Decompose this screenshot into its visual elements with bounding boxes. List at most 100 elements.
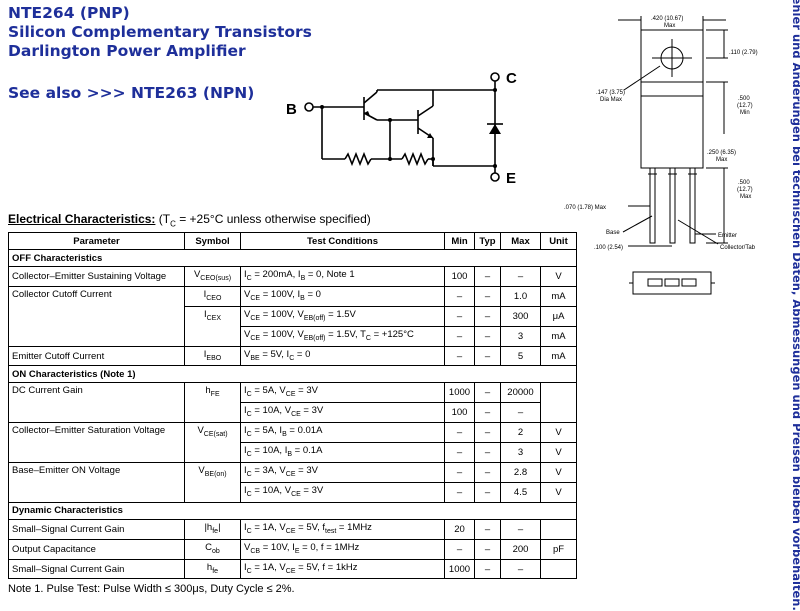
unit-cell: V — [540, 442, 577, 464]
param-cell: Collector–Emitter Sustaining Voltage — [8, 266, 185, 287]
unit-cell: mA — [540, 345, 577, 367]
ec-title: Electrical Characteristics: (TC = +25°C … — [8, 212, 371, 228]
symbol-cell: ICEO — [184, 285, 241, 307]
min-cell: – — [444, 345, 475, 367]
dim-lead-mm: (12.7) — [737, 187, 753, 193]
condition-cell: IC = 1A, VCE = 5V, ftest = 1MHz — [240, 518, 445, 540]
table-row: Small–Signal Current Gain |hfe| IC = 1A,… — [8, 518, 577, 540]
typ-cell: – — [474, 345, 501, 367]
param-cell: DC Current Gain — [8, 382, 185, 424]
unit-cell — [540, 558, 577, 580]
dim-width: .420 (10.67) — [651, 16, 683, 22]
unit-cell: μA — [540, 305, 577, 327]
unit-cell — [540, 382, 577, 424]
see-also-link[interactable]: See also >>> NTE263 (NPN) — [8, 84, 255, 102]
condition-cell: IC = 10A, IB = 0.1A — [240, 442, 445, 464]
condition-cell: IC = 5A, IB = 0.01A — [240, 422, 445, 444]
condition-cell: VCB = 10V, IE = 0, f = 1MHz — [240, 538, 445, 560]
section-row: ON Characteristics (Note 1) — [8, 365, 577, 384]
param-cell: Emitter Cutoff Current — [8, 345, 185, 367]
param-cell: Output Capacitance — [8, 538, 185, 560]
symbol-cell: Cob — [184, 538, 241, 560]
condition-cell: IC = 1A, VCE = 5V, f = 1kHz — [240, 558, 445, 580]
col-min: Min — [444, 232, 475, 250]
col-max: Max — [500, 232, 541, 250]
typ-cell: – — [474, 462, 501, 483]
param-cell: Base–Emitter ON Voltage — [8, 462, 185, 503]
condition-cell: IC = 3A, VCE = 3V — [240, 462, 445, 483]
description-line-2: Darlington Power Amplifier — [8, 42, 246, 60]
max-cell: 3 — [500, 442, 541, 464]
label-emitter: Emitter — [718, 233, 737, 239]
section-dynamic: Dynamic Characteristics — [8, 501, 577, 520]
min-cell: – — [444, 462, 475, 483]
max-cell: – — [500, 266, 541, 287]
symbol-cell: hFE — [184, 382, 241, 424]
table-row: Collector–Emitter Saturation Voltage VCE… — [8, 422, 577, 464]
typ-cell: – — [474, 538, 501, 560]
symbol-cell: VBE(on) — [184, 462, 241, 503]
col-test-conditions: Test Conditions — [240, 232, 445, 250]
dim-body-mm: (12.7) — [737, 103, 753, 109]
symbol-cell: ICEX — [184, 305, 241, 347]
unit-cell: V — [540, 422, 577, 444]
typ-cell: – — [474, 442, 501, 464]
max-cell: 4.5 — [500, 481, 541, 503]
electrical-characteristics-table: Parameter Symbol Test Conditions Min Typ… — [8, 232, 577, 580]
typ-cell: – — [474, 266, 501, 287]
symbol-cell: VCEO(sus) — [184, 266, 241, 287]
typ-cell: – — [474, 481, 501, 503]
symbol-cell: hfe — [184, 558, 241, 580]
condition-cell: IC = 200mA, IB = 0, Note 1 — [240, 266, 445, 287]
dim-lead-shoulder: .250 (6.35) — [707, 150, 736, 156]
min-cell: 1000 — [444, 558, 475, 580]
label-base: Base — [606, 230, 620, 236]
max-cell: – — [500, 402, 541, 424]
section-row: Dynamic Characteristics — [8, 501, 577, 520]
condition-cell: IC = 10A, VCE = 3V — [240, 402, 445, 424]
section-on: ON Characteristics (Note 1) — [8, 365, 577, 384]
symbol-cell: VCE(sat) — [184, 422, 241, 464]
condition-cell: VCE = 100V, VEB(off) = 1.5V — [240, 305, 445, 327]
side-disclaimer-text: Fehler und Änderungen bei technischen Da… — [790, 0, 800, 611]
terminal-c: C — [506, 70, 517, 87]
dim-width-max: Max — [664, 23, 675, 29]
table-row: VCE = 100V, VEB(off) = 1.5V, TC = +125°C… — [9, 325, 577, 347]
min-cell: 100 — [444, 266, 475, 287]
table-row: Collector–Emitter Sustaining Voltage VCE… — [8, 266, 577, 287]
dim-lead-width: .070 (1.78) Max — [564, 205, 606, 211]
param-cell: Small–Signal Current Gain — [8, 558, 185, 580]
dim-hole-max: Dia Max — [600, 97, 622, 103]
min-cell: – — [444, 538, 475, 560]
min-cell: 1000 — [444, 382, 475, 404]
min-cell: – — [444, 481, 475, 503]
ec-conditions-sub: C — [170, 219, 176, 229]
max-cell: 300 — [500, 305, 541, 327]
ec-heading: Electrical Characteristics: — [8, 212, 156, 226]
terminal-b: B — [286, 101, 297, 118]
condition-cell: IC = 5A, VCE = 3V — [240, 382, 445, 404]
condition-cell: VCE = 100V, VEB(off) = 1.5V, TC = +125°C — [240, 325, 445, 347]
terminal-e: E — [506, 170, 516, 187]
dim-body-min: Min — [740, 110, 750, 116]
dim-lead-shoulder-max: Max — [716, 157, 727, 163]
condition-cell: VCE = 100V, IB = 0 — [240, 285, 445, 307]
dim-lead: .500 — [738, 180, 750, 186]
unit-cell: mA — [540, 285, 577, 307]
min-cell: – — [444, 422, 475, 444]
min-cell: – — [444, 325, 475, 347]
max-cell: – — [500, 518, 541, 540]
unit-cell: mA — [540, 325, 577, 347]
typ-cell: – — [474, 285, 501, 307]
pulse-test-note: Note 1. Pulse Test: Pulse Width ≤ 300μs,… — [8, 583, 295, 595]
max-cell: 2.8 — [500, 462, 541, 483]
condition-cell: IC = 10A, VCE = 3V — [240, 481, 445, 503]
min-cell: – — [444, 285, 475, 307]
typ-cell: – — [474, 305, 501, 327]
col-unit: Unit — [540, 232, 577, 250]
max-cell: 3 — [500, 325, 541, 347]
description-line-1: Silicon Complementary Transistors — [8, 23, 312, 41]
table-row: IC = 10A, IB = 0.1A – – 3 V — [9, 442, 577, 464]
ec-conditions-pre: (T — [158, 212, 171, 226]
unit-cell: V — [540, 462, 577, 483]
